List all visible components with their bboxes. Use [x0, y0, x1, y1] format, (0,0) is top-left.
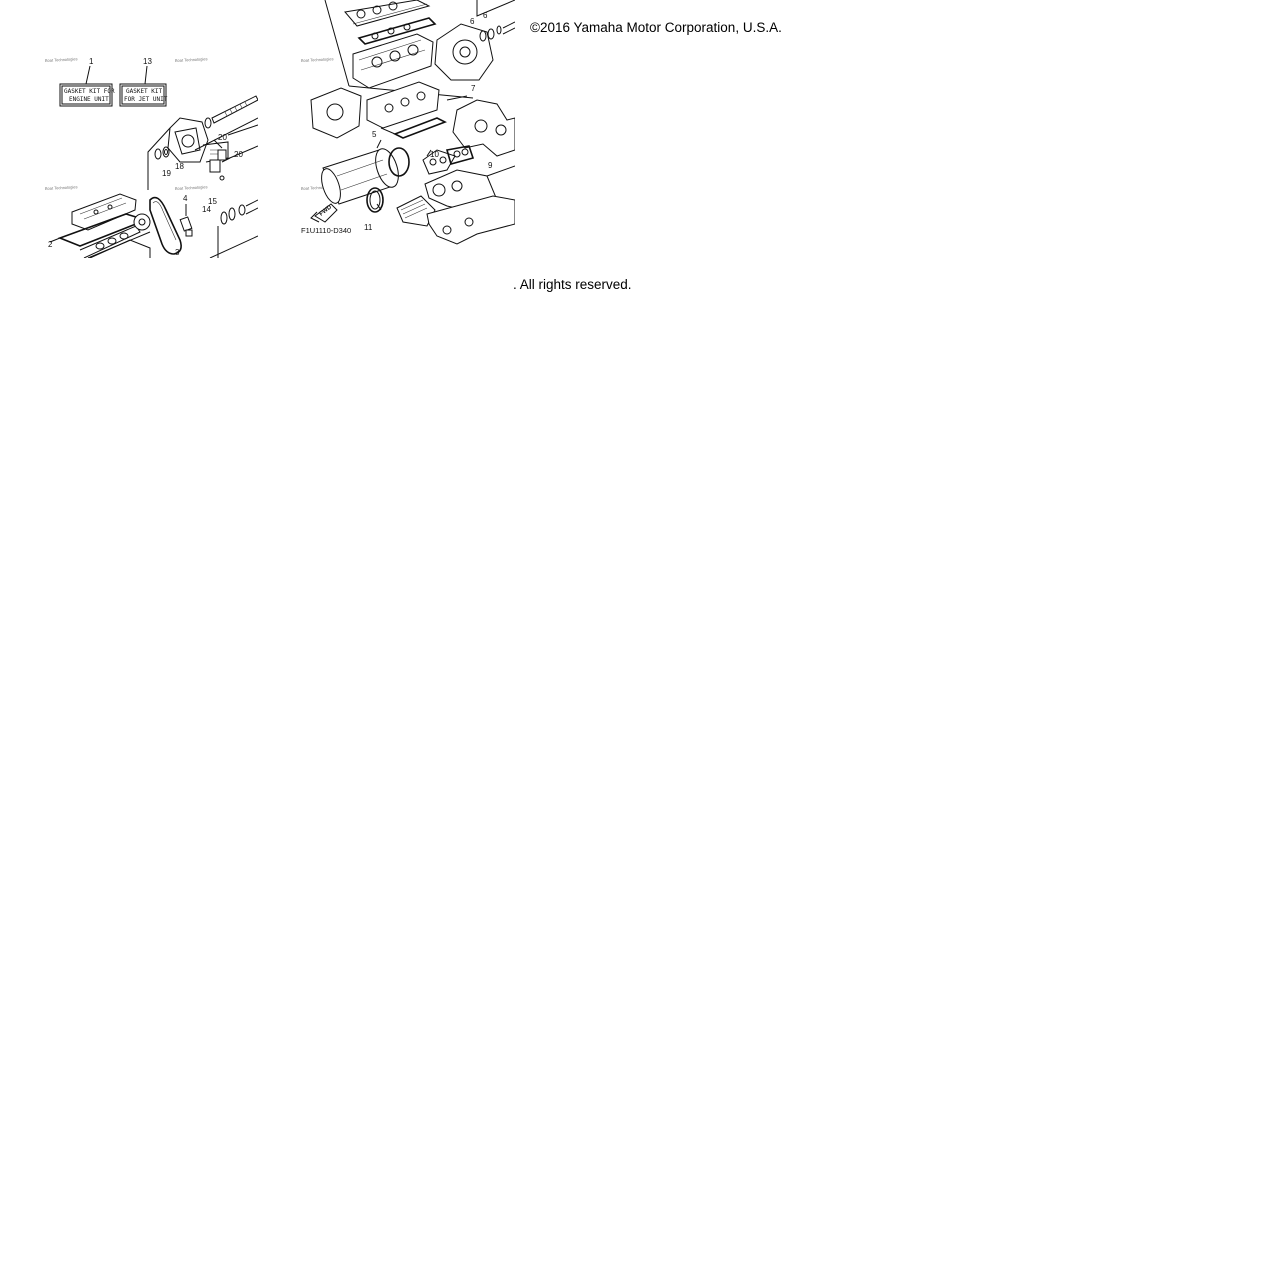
callout-3: 3: [175, 248, 180, 257]
exploded-diagram-right: Boat Technologies Boat Technologies: [297, 0, 515, 258]
timing-chain: [149, 196, 182, 255]
rights-reserved-text: . All rights reserved.: [513, 277, 632, 292]
timing-cover: [434, 0, 515, 81]
callout-14: 14: [202, 205, 211, 214]
callout-19: 19: [162, 169, 171, 178]
callout-2: 2: [48, 240, 53, 249]
o-ring: [366, 187, 384, 213]
gasket-kit-engine-box: GASKET KIT FOR ENGINE UNIT: [59, 65, 115, 107]
chain-tensioner: [179, 204, 193, 237]
head-gasket: [357, 17, 437, 45]
valve-cover: [71, 193, 137, 231]
gasket-kit-jet-line2: FOR JET UNIT: [124, 96, 168, 103]
callout-11: 11: [364, 223, 373, 232]
callout-20b: 20: [234, 150, 243, 159]
gasket-kit-jet-box: GASKET KIT FOR JET UNIT: [119, 65, 168, 107]
callout-13: 13: [143, 57, 152, 66]
callout-10: 10: [430, 150, 439, 159]
callout-1: 1: [89, 57, 94, 66]
gasket-kit-jet-line1: GASKET KIT: [126, 88, 163, 95]
callout-18: 18: [175, 162, 184, 171]
oil-seals: [217, 199, 258, 258]
fitting-parts: [209, 139, 231, 181]
callout-9: 9: [488, 161, 493, 170]
seals-6: [479, 21, 515, 42]
callout-6a: 6: [470, 17, 475, 26]
exhaust-hose: [396, 195, 515, 245]
watermark-text: Boat Technologies: [175, 56, 208, 63]
callout-6b: 6: [483, 11, 488, 20]
exhaust-manifold: [446, 95, 515, 157]
callout-15: 15: [208, 197, 217, 206]
oil-pan-gasket: [380, 117, 447, 139]
fwd-arrow: FWD: [310, 203, 338, 223]
cylinder-head: [324, 0, 431, 87]
engine-block-fragment: [89, 117, 258, 258]
crankcase: [310, 81, 440, 139]
gasket-kit-engine-line2: ENGINE UNIT: [69, 96, 109, 103]
copyright-text: ©2016 Yamaha Motor Corporation, U.S.A.: [530, 20, 782, 35]
seal-rings: [147, 127, 171, 190]
engine-block: [348, 33, 474, 99]
callout-7: 7: [471, 84, 476, 93]
exploded-diagram-left: Boat Technologies Boat Technologies Boat…: [0, 0, 258, 258]
watermark-text: Boat Technologies: [301, 56, 334, 63]
watermark-text: Boat Technologies: [301, 184, 334, 191]
watermark-text: Boat Technologies: [45, 56, 78, 63]
callout-20a: 20: [218, 133, 227, 142]
flange-gaskets: [422, 145, 475, 175]
watermark-text: Boat Technologies: [175, 184, 208, 191]
muffler: [321, 147, 410, 205]
callout-4: 4: [183, 194, 188, 203]
watermark-text: Boat Technologies: [45, 184, 78, 191]
gasket-kit-engine-line1: GASKET KIT FOR: [64, 88, 115, 95]
drive-shaft: [204, 95, 258, 129]
diagram-code: F1U1110-D340: [301, 226, 351, 235]
callout-5: 5: [372, 130, 377, 139]
